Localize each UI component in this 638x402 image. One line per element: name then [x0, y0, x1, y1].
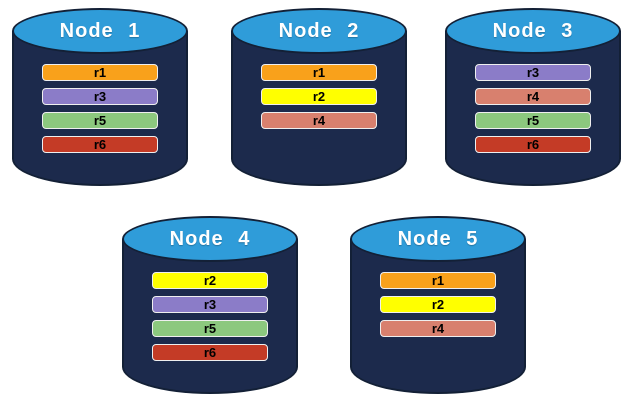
cylinder-body: [12, 31, 188, 186]
replica-bar-r5: r5: [42, 112, 158, 129]
cylinder-top: Node 2: [231, 8, 407, 54]
replica-bar-r2: r2: [152, 272, 268, 289]
cylinder-top: Node 1: [12, 8, 188, 54]
node-title: Node 3: [492, 19, 574, 42]
database-node-3: Node 3 r3 r4 r5 r6: [445, 8, 621, 186]
cylinder-body: [445, 31, 621, 186]
replica-bar-r1: r1: [261, 64, 377, 81]
replica-list: r1 r3 r5 r6: [42, 64, 158, 153]
database-node-5: Node 5 r1 r2 r4: [350, 216, 526, 394]
replica-bar-r4: r4: [475, 88, 591, 105]
replica-bar-r1: r1: [380, 272, 496, 289]
cylinder-body: [122, 239, 298, 394]
replica-bar-r2: r2: [261, 88, 377, 105]
replica-bar-r5: r5: [475, 112, 591, 129]
replica-bar-r3: r3: [152, 296, 268, 313]
replica-bar-r6: r6: [475, 136, 591, 153]
replica-bar-r2: r2: [380, 296, 496, 313]
node-title: Node 1: [59, 19, 141, 42]
replica-bar-r1: r1: [42, 64, 158, 81]
cylinder-top: Node 4: [122, 216, 298, 262]
database-node-1: Node 1 r1 r3 r5 r6: [12, 8, 188, 186]
cylinder-top: Node 5: [350, 216, 526, 262]
replica-bar-r3: r3: [475, 64, 591, 81]
node-title: Node 2: [278, 19, 360, 42]
replica-list: r3 r4 r5 r6: [475, 64, 591, 153]
replica-bar-r6: r6: [42, 136, 158, 153]
database-node-2: Node 2 r1 r2 r4: [231, 8, 407, 186]
replica-bar-r3: r3: [42, 88, 158, 105]
replica-bar-r5: r5: [152, 320, 268, 337]
replica-list: r1 r2 r4: [380, 272, 496, 337]
replica-bar-r4: r4: [261, 112, 377, 129]
cylinder-body: [350, 239, 526, 394]
cylinder-body: [231, 31, 407, 186]
database-node-4: Node 4 r2 r3 r5 r6: [122, 216, 298, 394]
node-title: Node 5: [397, 227, 479, 250]
replica-bar-r4: r4: [380, 320, 496, 337]
cylinder-top: Node 3: [445, 8, 621, 54]
node-title: Node 4: [169, 227, 251, 250]
replica-bar-r6: r6: [152, 344, 268, 361]
replica-list: r2 r3 r5 r6: [152, 272, 268, 361]
replica-list: r1 r2 r4: [261, 64, 377, 129]
